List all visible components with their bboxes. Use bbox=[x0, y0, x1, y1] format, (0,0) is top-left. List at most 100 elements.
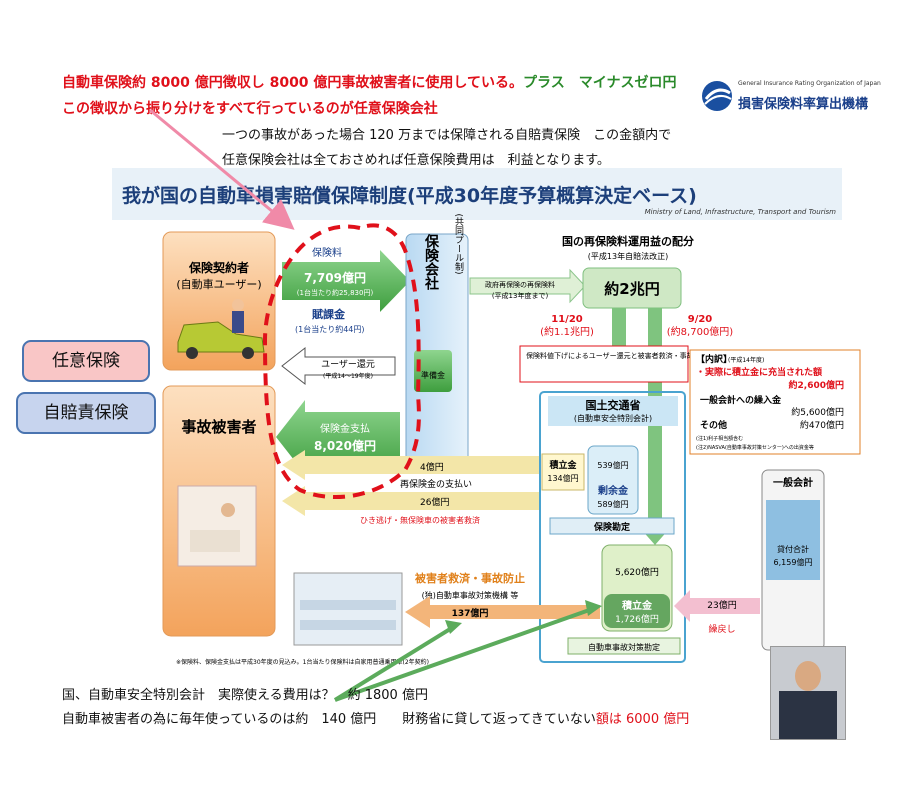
breakdown-actual-value: 約2,600億円 bbox=[789, 379, 844, 391]
refund-note: 保険料値下げによるユーザー還元と被害者救済・事故防止対策のための積立金とにバラン… bbox=[526, 351, 841, 360]
mlit-label: 国土交通省 bbox=[586, 398, 641, 412]
person-icon bbox=[232, 299, 244, 333]
govt-payment-arrow bbox=[282, 450, 540, 480]
premium-value: 7,709億円 bbox=[304, 270, 366, 285]
green-pointer-arrow-1 bbox=[333, 624, 457, 702]
accident-account-label: 自動車事故対策勘定 bbox=[588, 642, 660, 652]
hitnrun-arrow bbox=[282, 486, 540, 516]
policyholder-label: 保険契約者 bbox=[188, 260, 249, 275]
pool-vertical-label: (共同プール制) bbox=[453, 213, 464, 274]
reinsurance-flow: 政府再保険の再保険料 bbox=[485, 280, 555, 289]
logo-swirl-icon bbox=[702, 81, 732, 111]
insurer-reserve-cylinder bbox=[414, 350, 452, 392]
breakdown-note-1: (注1)利子相当額含む bbox=[696, 435, 743, 442]
govt-payment-label: 再保険金の支払い bbox=[400, 478, 472, 490]
general-account-label: 一般会計 bbox=[773, 476, 813, 489]
tag-compulsory-insurance: 自賠責保険 bbox=[16, 392, 156, 434]
annotation-red-text: 自動車保険約 8000 億円徴収し 8000 億円事故被害者に使用している。 bbox=[62, 75, 524, 91]
levy-note: (1台当たり約44円) bbox=[295, 324, 365, 334]
policyholder-sub: (自動車ユーザー) bbox=[176, 277, 261, 291]
logo-org-en: General Insurance Rating Organization of… bbox=[738, 80, 881, 87]
repay-value: 23億円 bbox=[707, 599, 736, 611]
bottom-line-2-black: 自動車被害者の為に毎年使っているのは約 140 億円 財務省に貸して返ってきてい… bbox=[62, 712, 596, 727]
surplus-value: 589億円 bbox=[597, 499, 628, 509]
breakdown-other-value: 約470億円 bbox=[800, 419, 844, 431]
ministry-name: Ministry of Land, Infrastructure, Transp… bbox=[645, 208, 837, 216]
speaker-photo bbox=[770, 646, 846, 740]
premium-note: (1台当たり約25,830円) bbox=[297, 288, 374, 297]
user-refund-label: ユーザー還元 bbox=[321, 358, 375, 370]
user-refund-arrow bbox=[281, 346, 396, 386]
reserve-fund-box bbox=[541, 453, 585, 491]
payout-label: 保険金支払 bbox=[320, 422, 370, 435]
premium-label: 保険料 bbox=[312, 246, 342, 259]
cylinder-1-top: 539億円 bbox=[597, 460, 628, 470]
two-trillion-value: 約2兆円 bbox=[604, 280, 659, 298]
date-2: 9/20 bbox=[688, 314, 713, 325]
payout-value: 8,020億円 bbox=[314, 438, 376, 453]
footnote: ※保険料、保険金支払は平成30年度の見込み。1台当たり保険料は自家用普通乗用車(… bbox=[176, 658, 429, 666]
relief-title: 被害者救済・事故防止 bbox=[415, 571, 525, 585]
reinsurance-arrow bbox=[469, 268, 586, 304]
breakdown-title: 【内訳】 bbox=[696, 353, 732, 365]
tag-voluntary-insurance: 任意保険 bbox=[22, 340, 150, 382]
red-dashed-loop bbox=[262, 223, 421, 499]
mlit-sub: (自動車安全特別会計) bbox=[574, 413, 652, 423]
repay-label: 繰戻し bbox=[708, 623, 735, 635]
accident-account-box bbox=[567, 637, 681, 655]
surplus-cylinder bbox=[587, 445, 639, 515]
car-icon bbox=[177, 321, 265, 359]
hitnrun-label: ひき逃げ・無保険車の被害者救済 bbox=[360, 515, 480, 525]
hitnrun-value: 26億円 bbox=[420, 496, 449, 508]
logo: General Insurance Rating Organization of… bbox=[700, 76, 890, 116]
insurance-account-box bbox=[549, 517, 675, 535]
insurer-vertical-label: 保険会社 bbox=[423, 233, 440, 291]
cylinder-2-top: 5,620億円 bbox=[615, 566, 659, 578]
breakdown-general: 一般会計への繰入金 bbox=[700, 394, 782, 406]
victim-label: 事故被害者 bbox=[181, 418, 256, 436]
reinsurance-sub: (平成13年自賠法改正) bbox=[588, 251, 668, 261]
breakdown-general-value: 約5,600億円 bbox=[791, 406, 844, 418]
hospital-photo bbox=[177, 485, 257, 567]
pink-pointer-arrow bbox=[149, 108, 295, 230]
bottom-line-2: 自動車被害者の為に毎年使っているのは約 140 億円 財務省に貸して返ってきてい… bbox=[62, 708, 689, 727]
annotation-line-4: 任意保険会社は全ておさめれば任意保険費用は 利益となります。 bbox=[222, 153, 610, 168]
big-reserve-label: 積立金 bbox=[621, 599, 653, 612]
annotation-line-1: 自動車保険約 8000 億円徴収し 8000 億円事故被害者に使用している。プラ… bbox=[62, 72, 676, 92]
date-2-value: (約8,700億円) bbox=[667, 325, 734, 338]
date-1: 11/20 bbox=[551, 314, 583, 325]
insurer-reserve-label: 準備金 bbox=[421, 370, 445, 380]
annotation-green-text: プラス マイナスゼロ円 bbox=[523, 75, 677, 91]
green-pointer-arrow-2 bbox=[334, 606, 596, 702]
date-1-value: (約1.1兆円) bbox=[540, 325, 594, 338]
breakdown-other: その他 bbox=[700, 419, 727, 431]
logo-org-jp: 損害保険料率算出機構 bbox=[738, 97, 869, 112]
breakdown-box bbox=[689, 349, 861, 455]
reserve-fund-value: 134億円 bbox=[547, 473, 578, 483]
levy-label: 賦課金 bbox=[311, 307, 346, 321]
big-reserve-value: 1,726億円 bbox=[615, 613, 659, 625]
bottom-line-1: 国、自動車安全特別会計 実際使える費用は？ 約 1800 億円 bbox=[62, 688, 428, 703]
relief-arrow bbox=[405, 596, 600, 628]
relief-value: 137億円 bbox=[452, 607, 489, 619]
mlit-account-box bbox=[539, 391, 686, 663]
surplus-label: 剰余金 bbox=[597, 484, 629, 497]
refund-note-box bbox=[519, 345, 689, 383]
title-bar bbox=[112, 168, 842, 220]
govt-payment-value: 4億円 bbox=[420, 461, 444, 473]
payout-arrow bbox=[276, 400, 400, 474]
premium-arrow bbox=[282, 250, 410, 312]
relief-org: (独)自動車事故対策機構 等 bbox=[422, 590, 519, 600]
reserve-fund-label: 積立金 bbox=[548, 459, 577, 471]
breakdown-title-note: (平成14年度) bbox=[728, 356, 764, 364]
reinsurance-flow-sub: (平成13年度まで) bbox=[492, 291, 549, 300]
insurance-account-label: 保険勘定 bbox=[593, 521, 631, 533]
annotation-line-3: 一つの事故があった場合 120 万までは保障される自賠責保険 この金額内で bbox=[222, 128, 672, 143]
loan-label: 貸付合計 bbox=[777, 544, 809, 554]
user-refund-note: (平成14〜19年度) bbox=[323, 372, 373, 380]
breakdown-actual: ・実際に積立金に充当された額 bbox=[696, 366, 822, 378]
loan-value: 6,159億円 bbox=[774, 557, 813, 567]
repay-arrow bbox=[674, 590, 760, 622]
mlit-header bbox=[548, 396, 678, 426]
